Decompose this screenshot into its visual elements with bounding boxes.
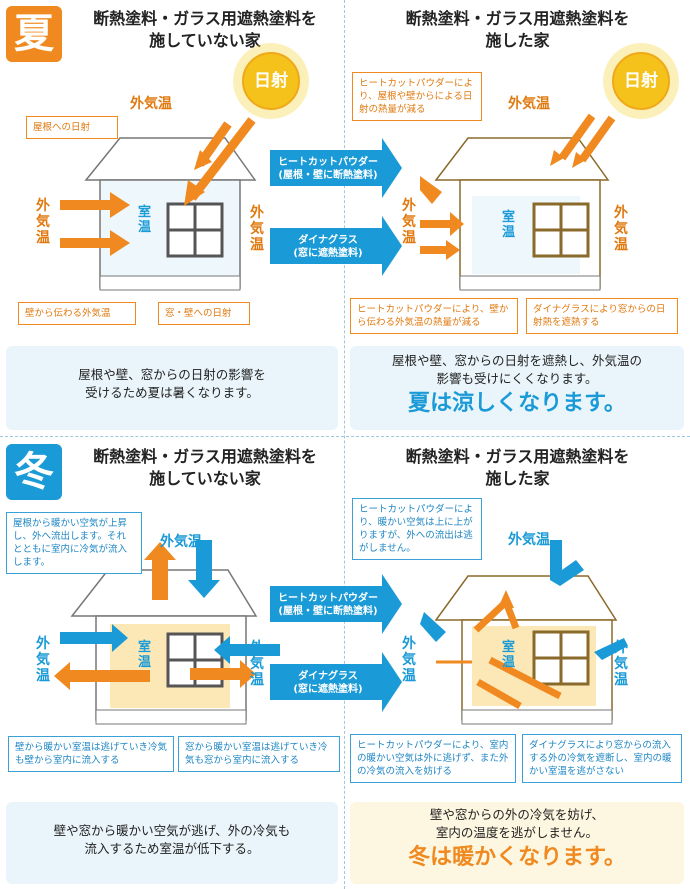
outside-temp-vertical-right: 外気温: [614, 205, 628, 253]
winter-headline: 冬は暖かくなります。: [408, 845, 626, 870]
dyna-arrow-label[interactable]: ダイナグラス(窓に遮熱塗料): [293, 235, 363, 259]
outside-temp-vertical-left: 外気温: [402, 198, 416, 246]
winter-wall-note: 壁から暖かい室温は逃げていき冷気も壁から室内に流入する: [8, 736, 174, 772]
winter-right-summary: 壁や窓からの外の冷気を妨げ、室内の温度を逃がしません。 冬は暖かくなります。: [350, 802, 684, 884]
room-temp-label: 室温: [502, 640, 516, 670]
sun-right: 日射: [602, 42, 680, 120]
sun-label: 日射: [624, 71, 658, 91]
roof-sun-note: 屋根への日射: [26, 116, 118, 139]
summer-left-title: 断熱塗料・ガラス用遮熱塗料を施していない家: [93, 9, 317, 50]
sun-left: 日射: [232, 42, 310, 120]
outside-temp-vertical-right: 外気温: [250, 640, 264, 688]
wall-heat-note: 壁から伝わる外気温: [18, 302, 136, 325]
winter-left-house-diagram: [54, 540, 280, 725]
room-temp-label: 室温: [138, 205, 152, 235]
winter-right-title: 断熱塗料・ガラス用遮熱塗料を施した家: [405, 447, 630, 488]
heatcut-wall-note: ヒートカットパウダーにより、室内の暖かい空気は外に逃げず、また外の冷気の流入を妨…: [350, 734, 516, 783]
winter-left-title: 断熱塗料・ガラス用遮熱塗料を施していない家: [93, 447, 317, 488]
heatcut-roof-note: ヒートカットパウダーにより、屋根や壁からによる日射の熱量が減る: [352, 72, 482, 121]
sun-icon: [233, 43, 309, 119]
dyna-window-note: ダイナグラスにより窓からの日射熱を遮熱する: [526, 298, 678, 334]
room-temp-label: 室温: [502, 210, 516, 240]
heatcut-wall-note: ヒートカットパウダーにより、壁から伝わる外気温の熱量が減る: [350, 298, 518, 334]
summer-left-summary: 屋根や壁、窓からの日射の影響を受けるため夏は暑くなります。: [6, 346, 338, 430]
outside-temp-label: 外気温: [130, 96, 172, 112]
outside-temp-vertical-left: 外気温: [402, 636, 416, 684]
dyna-arrow-label[interactable]: ダイナグラス(窓に遮熱塗料): [293, 671, 363, 695]
outside-temp-vertical-left: 外気温: [36, 636, 50, 684]
winter-center-arrows: [270, 574, 402, 712]
outside-temp-vertical-right: 外気温: [614, 640, 628, 688]
outside-temp-label: 外気温: [508, 96, 550, 112]
winter-right-house-diagram: [420, 540, 628, 725]
window-sun-note: 窓・壁への日射: [158, 302, 250, 325]
summer-right-title: 断熱塗料・ガラス用遮熱塗料を施した家: [405, 9, 630, 50]
winter-roof-note: 屋根から暖かい空気が上昇し、外へ流出します。それとともに室内に冷気が流入します。: [6, 512, 142, 574]
sun-label: 日射: [254, 71, 288, 91]
winter-left-summary: 壁や窓から暖かい空気が逃げ、外の冷気も流入するため室温が低下する。: [6, 802, 338, 884]
summer-center-arrows: [270, 138, 402, 276]
summer-left-house-diagram: [60, 117, 257, 291]
sun-icon: [603, 43, 679, 119]
summer-right-summary: 屋根や壁、窓からの日射を遮熱し、外気温の影響も受けにくくなります。 夏は涼しくな…: [350, 346, 684, 430]
room-temp-label: 室温: [138, 640, 152, 670]
horizontal-divider: [0, 436, 690, 437]
summer-right-house-diagram: [420, 113, 616, 291]
vertical-divider: [344, 0, 345, 889]
heatcut-roof-note: ヒートカットパウダーにより、暖かい空気は上に上がりますが、外への流出は逃がしませ…: [352, 498, 482, 560]
heatcut-arrow-label[interactable]: ヒートカットパウダー(屋根・壁に断熱塗料): [278, 593, 378, 617]
summer-badge: 夏: [6, 6, 62, 62]
summer-headline: 夏は涼しくなります。: [408, 391, 626, 416]
outside-temp-label: 外気温: [508, 532, 550, 548]
heatcut-arrow-label[interactable]: ヒートカットパウダー(屋根・壁に断熱塗料): [278, 157, 378, 181]
winter-badge: 冬: [6, 444, 62, 500]
outside-temp-vertical-left: 外気温: [36, 198, 50, 246]
outside-temp-label: 外気温: [160, 534, 202, 550]
outside-temp-vertical-right: 外気温: [250, 205, 264, 253]
winter-window-note: 窓から暖かい室温は逃げていき冷気も窓から室内に流入する: [178, 736, 340, 772]
dyna-window-note: ダイナグラスにより窓からの流入する外の冷気を遮断し、室内の暖かい室温を逃がさない: [522, 734, 682, 783]
